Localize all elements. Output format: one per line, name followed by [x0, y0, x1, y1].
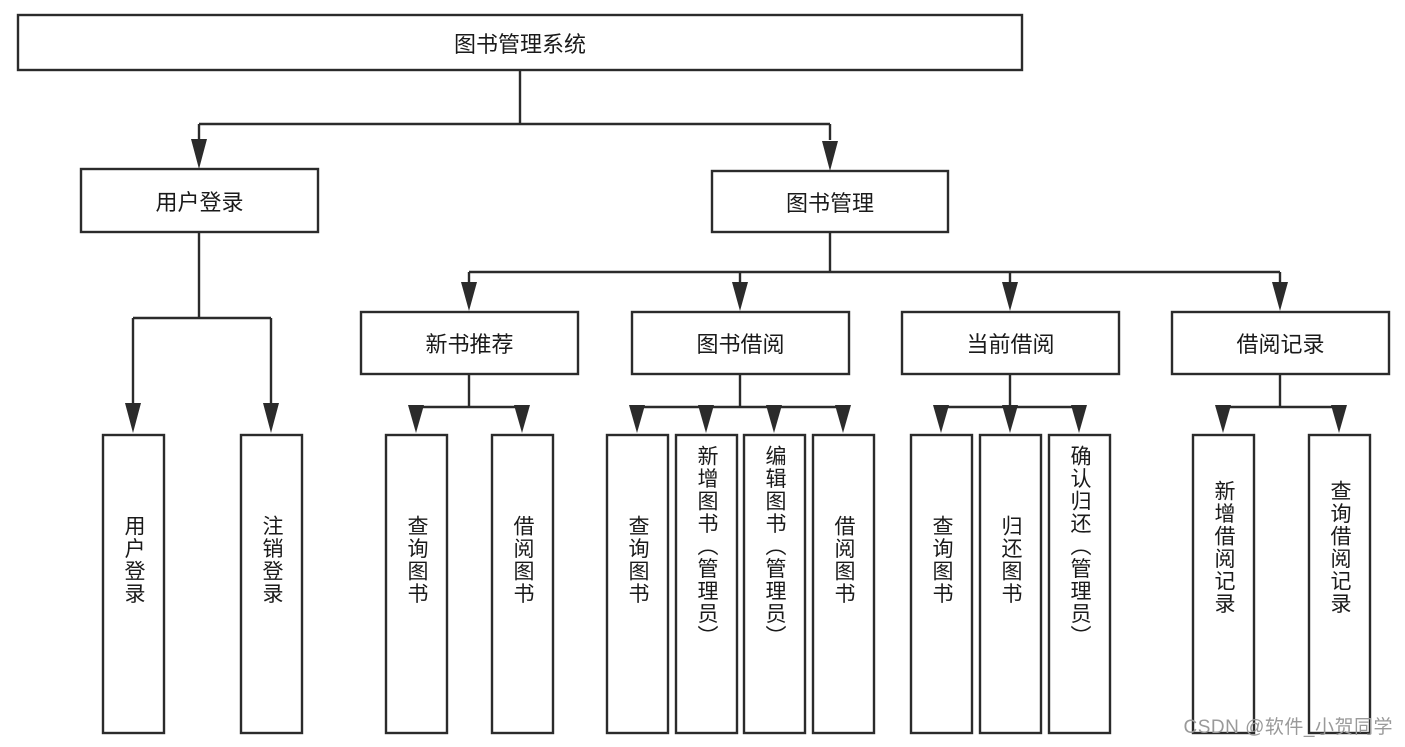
edge-group-userlogin-to-leaves	[125, 232, 279, 433]
node-box-new-book-recommend[interactable]	[359, 310, 580, 376]
node-box-user-login[interactable]	[79, 167, 320, 234]
arrow-borrowrecord-leaf-1	[1215, 405, 1231, 433]
node-box-borrow-record[interactable]	[1170, 310, 1391, 376]
arrow-user-login-leaf-2	[263, 403, 279, 433]
arrow-to-user-login	[191, 139, 207, 169]
node-box-leaf-user-login-1[interactable]	[101, 433, 166, 735]
edge-group-root-to-level1	[191, 70, 838, 171]
arrow-to-book-mgmt	[822, 141, 838, 171]
node-box-leaf-bookborrow-4[interactable]	[811, 433, 876, 735]
arrow-newbook-leaf-2	[514, 405, 530, 433]
edge-group-newbook-to-leaves	[408, 374, 530, 433]
node-box-leaf-user-login-2[interactable]	[239, 433, 304, 735]
node-box-leaf-newbook-2[interactable]	[490, 433, 555, 735]
node-box-leaf-currentborrow-3[interactable]	[1047, 433, 1112, 735]
edge-group-borrowrecord-to-leaves	[1215, 374, 1347, 433]
node-box-current-borrow[interactable]	[900, 310, 1121, 376]
node-box-leaf-bookborrow-2[interactable]	[674, 433, 739, 735]
arrow-currentborrow-leaf-2	[1002, 405, 1018, 433]
node-box-leaf-borrowrecord-1[interactable]	[1191, 433, 1256, 735]
arrow-bookborrow-leaf-2	[698, 405, 714, 433]
node-box-leaf-newbook-1[interactable]	[384, 433, 449, 735]
edge-group-bookborrow-to-leaves	[629, 374, 851, 433]
arrow-to-current-borrow	[1002, 282, 1018, 311]
arrow-currentborrow-leaf-1	[933, 405, 949, 433]
node-box-book-management[interactable]	[710, 169, 950, 234]
arrow-bookborrow-leaf-1	[629, 405, 645, 433]
arrow-bookborrow-leaf-4	[835, 405, 851, 433]
arrow-user-login-leaf-1	[125, 403, 141, 433]
arrow-newbook-leaf-1	[408, 405, 424, 433]
arrow-to-new-book	[461, 282, 477, 311]
arrow-currentborrow-leaf-3	[1071, 405, 1087, 433]
node-box-leaf-currentborrow-2[interactable]	[978, 433, 1043, 735]
node-box-root[interactable]	[16, 13, 1024, 72]
node-box-leaf-currentborrow-1[interactable]	[909, 433, 974, 735]
edge-group-bookmgmt-to-level2	[461, 232, 1288, 311]
node-box-leaf-bookborrow-1[interactable]	[605, 433, 670, 735]
arrow-to-book-borrow	[732, 282, 748, 311]
arrow-borrowrecord-leaf-2	[1331, 405, 1347, 433]
arrow-bookborrow-leaf-3	[766, 405, 782, 433]
arrow-to-borrow-record	[1272, 282, 1288, 311]
node-box-leaf-bookborrow-3[interactable]	[742, 433, 807, 735]
node-box-book-borrow[interactable]	[630, 310, 851, 376]
edge-group-currentborrow-to-leaves	[933, 374, 1087, 433]
node-box-leaf-borrowrecord-2[interactable]	[1307, 433, 1372, 735]
